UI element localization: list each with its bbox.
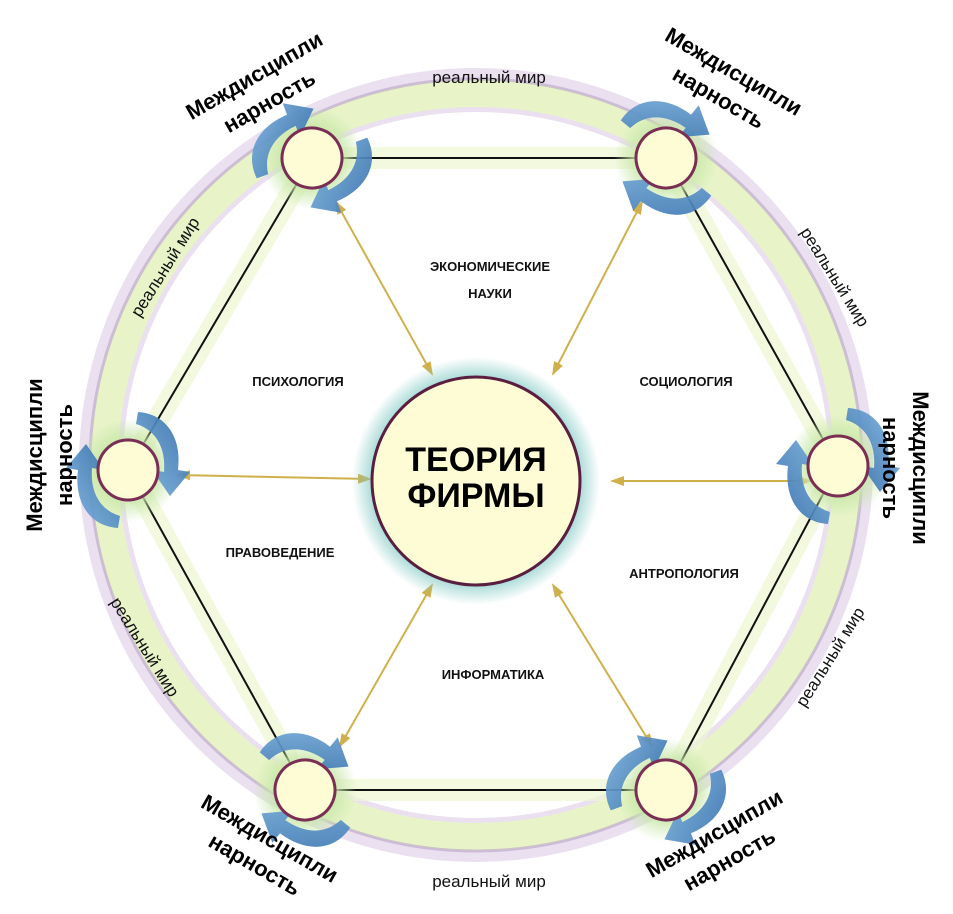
node-bottom-left bbox=[253, 733, 357, 847]
node-left bbox=[66, 412, 190, 528]
swirl-arrow-icon bbox=[846, 408, 900, 492]
ring-label-bottom: реальный мир bbox=[432, 872, 546, 891]
node-circle bbox=[806, 434, 870, 498]
sector-economics-line1: ЭКОНОМИЧЕСКИЕ bbox=[430, 259, 550, 274]
arrow-bottom-left bbox=[339, 583, 433, 748]
center-title-line1: ТЕОРИЯ bbox=[405, 441, 546, 479]
sector-sociology: СОЦИОЛОГИЯ bbox=[639, 374, 732, 389]
node-label-right-line1: Междисципли bbox=[908, 391, 933, 544]
swirl-arrow-icon bbox=[259, 733, 349, 770]
arrow-top-right bbox=[552, 200, 643, 376]
sector-informatics: ИНФОРМАТИКА bbox=[442, 667, 545, 682]
swirl-arrow-icon bbox=[261, 810, 351, 847]
sector-law: ПРАВОВЕДЕНИЕ bbox=[226, 545, 335, 560]
node-circle bbox=[280, 126, 344, 190]
swirl-arrow-icon bbox=[664, 769, 726, 845]
interdisciplinary-nodes bbox=[66, 101, 900, 847]
center-title-line2: ФИРМЫ bbox=[407, 477, 544, 515]
swirl-arrow-icon bbox=[622, 178, 712, 215]
node-circle bbox=[273, 758, 337, 822]
node-bottom-right bbox=[606, 735, 726, 845]
swirl-arrow-icon bbox=[620, 101, 710, 138]
swirl-arrow-icon bbox=[252, 103, 314, 179]
node-circle bbox=[634, 758, 698, 822]
swirl-arrow-icon bbox=[606, 735, 668, 811]
node-label-right-line2: нарность bbox=[878, 417, 903, 519]
swirl-arrow-icon bbox=[136, 412, 190, 496]
node-circle bbox=[96, 438, 160, 502]
swirl-arrow-icon bbox=[310, 137, 372, 213]
sector-anthropology: АНТРОПОЛОГИЯ bbox=[629, 566, 739, 581]
center-node: ТЕОРИЯ ФИРМЫ bbox=[352, 357, 600, 605]
swirl-arrow-icon bbox=[66, 444, 120, 528]
sector-psychology: ПСИХОЛОГИЯ bbox=[252, 374, 344, 389]
sector-labels: ЭКОНОМИЧЕСКИЕ НАУКИ ПСИХОЛОГИЯ СОЦИОЛОГИ… bbox=[226, 259, 739, 682]
node-label-left-line1: Междисципли bbox=[22, 378, 47, 531]
node-right bbox=[776, 408, 900, 524]
node-top-left bbox=[252, 103, 372, 213]
arrow-left bbox=[176, 470, 372, 484]
arrow-bottom-right bbox=[551, 583, 654, 748]
connection-arrows bbox=[176, 200, 812, 748]
node-circle bbox=[634, 126, 698, 190]
swirl-arrow-icon bbox=[776, 440, 830, 524]
node-label-left-line2: нарность bbox=[52, 404, 77, 506]
arrow-top-left bbox=[335, 200, 433, 376]
ring-label-top: реальный мир bbox=[432, 68, 546, 87]
sector-economics-line2: НАУКИ bbox=[468, 286, 512, 301]
node-top-right bbox=[614, 101, 718, 215]
